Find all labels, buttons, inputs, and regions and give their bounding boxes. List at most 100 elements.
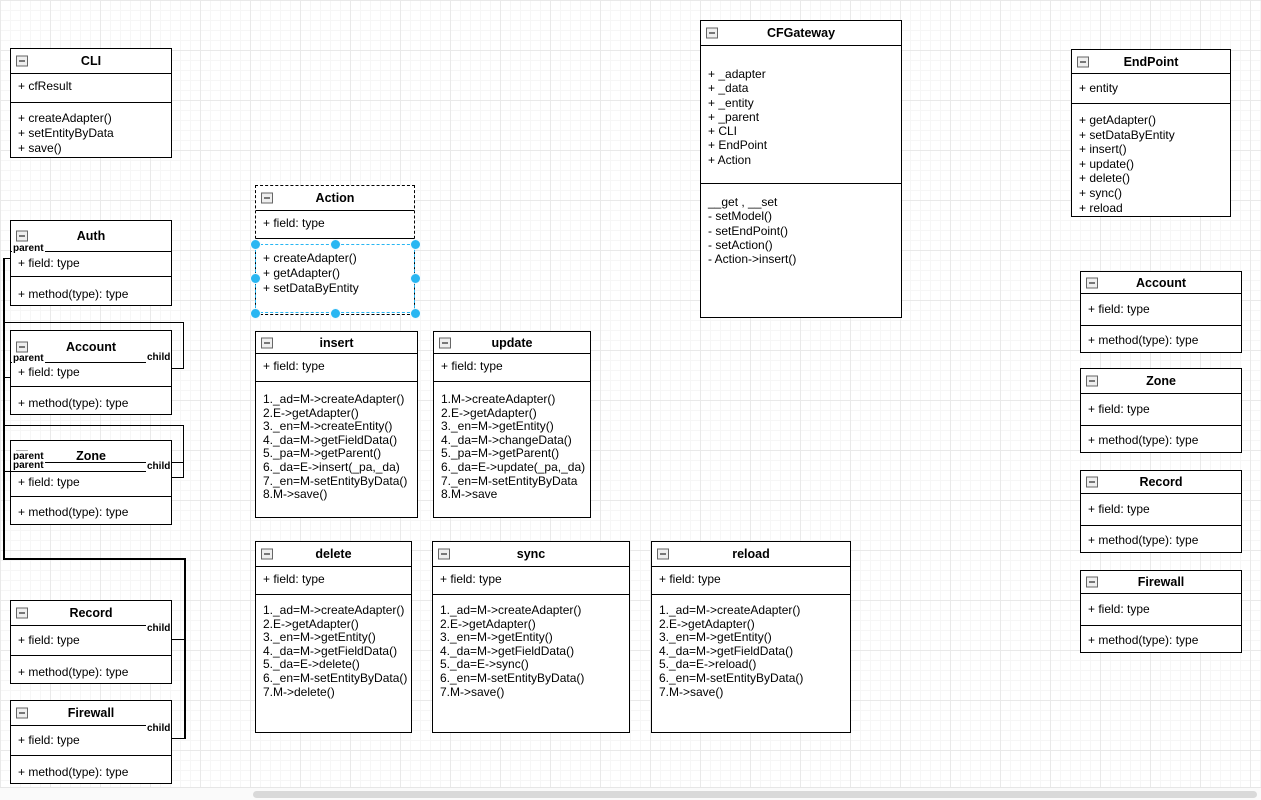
methods-compartment-cfgateway[interactable]: __get , __set- setModel()- setEndPoint()… [701,184,901,317]
fields-compartment-zone-left[interactable]: + field: type [11,472,171,497]
class-header-firewall-left[interactable]: Firewall [11,701,171,726]
selection-handle[interactable] [249,238,261,250]
methods-compartment-account-left[interactable]: + method(type): type [11,387,171,414]
collapse-icon[interactable] [1086,476,1098,488]
edge-label-parent[interactable]: parent [12,353,45,364]
collapse-icon[interactable] [16,707,28,719]
class-cli[interactable]: CLI+ cfResult+ createAdapter()+ setEntit… [10,48,172,158]
class-zone-right[interactable]: Zone+ field: type+ method(type): type [1080,368,1242,453]
edge-segment[interactable] [3,377,11,378]
collapse-icon[interactable] [261,337,273,348]
class-header-zone-right[interactable]: Zone [1081,369,1241,394]
horizontal-scrollbar-track[interactable] [0,787,1261,800]
class-cfgateway[interactable]: CFGateway+ _adapter+ _data+ _entity+ _pa… [700,20,902,318]
collapse-icon[interactable] [261,548,273,560]
class-header-update[interactable]: update [434,332,590,354]
collapse-icon[interactable] [1086,375,1098,387]
collapse-icon[interactable] [1077,56,1089,67]
edge-segment[interactable] [3,258,5,559]
class-header-account-left[interactable]: Account [11,331,171,363]
class-header-endpoint[interactable]: EndPoint [1072,50,1230,74]
fields-compartment-record-right[interactable]: + field: type [1081,494,1241,526]
methods-compartment-zone-left[interactable]: + method(type): type [11,497,171,524]
selection-handle[interactable] [409,238,421,250]
collapse-icon[interactable] [438,548,450,560]
fields-compartment-firewall-left[interactable]: + field: type [11,726,171,756]
fields-compartment-record-left[interactable]: + field: type [11,626,171,656]
edge-segment[interactable] [3,425,184,426]
collapse-icon[interactable] [261,192,273,204]
methods-compartment-sync[interactable]: 1._ad=M->createAdapter()2.E->getAdapter(… [433,595,629,732]
class-action[interactable]: Action+ field: type+ createAdapter()+ ge… [255,185,415,315]
methods-compartment-reload[interactable]: 1._ad=M->createAdapter()2.E->getAdapter(… [652,595,850,732]
collapse-icon[interactable] [16,55,28,67]
selection-handle[interactable] [409,307,421,319]
edge-label-parent[interactable]: parent [12,460,45,471]
collapse-icon[interactable] [16,341,28,352]
edge-segment[interactable] [3,258,11,259]
edge-label-parent[interactable]: parent [12,243,45,254]
methods-compartment-firewall-right[interactable]: + method(type): type [1081,626,1241,652]
class-header-record-left[interactable]: Record [11,601,171,626]
edge-segment[interactable] [171,477,184,478]
methods-compartment-auth[interactable]: + method(type): type [11,277,171,305]
fields-compartment-endpoint[interactable]: + entity [1072,74,1230,104]
collapse-icon[interactable] [16,607,28,619]
collapse-icon[interactable] [706,27,718,39]
edge-label-child[interactable]: child [146,723,172,734]
fields-compartment-account-left[interactable]: + field: type [11,363,171,387]
selection-handle[interactable] [329,307,341,319]
horizontal-scrollbar-thumb[interactable] [253,791,1257,798]
collapse-icon[interactable] [16,230,28,242]
class-header-action[interactable]: Action [256,186,414,211]
selection-handle[interactable] [329,238,341,250]
edge-segment[interactable] [13,462,184,463]
methods-compartment-account-right[interactable]: + method(type): type [1081,326,1241,352]
collapse-icon[interactable] [1086,576,1098,588]
methods-compartment-firewall-left[interactable]: + method(type): type [11,756,171,783]
class-record-left[interactable]: Record+ field: type+ method(type): type [10,600,172,684]
edge-segment[interactable] [183,322,184,369]
fields-compartment-insert[interactable]: + field: type [256,354,417,382]
class-firewall-left[interactable]: Firewall+ field: type+ method(type): typ… [10,700,172,784]
edge-segment[interactable] [171,639,185,640]
selection-handle[interactable] [249,307,261,319]
fields-compartment-delete[interactable]: + field: type [256,567,411,595]
methods-compartment-zone-right[interactable]: + method(type): type [1081,426,1241,452]
class-header-record-right[interactable]: Record [1081,471,1241,494]
methods-compartment-action[interactable]: + createAdapter()+ getAdapter()+ setData… [256,239,414,314]
class-zone-left[interactable]: Zone+ field: type+ method(type): type [10,440,172,525]
edge-label-child[interactable]: child [146,623,172,634]
class-header-cfgateway[interactable]: CFGateway [701,21,901,46]
fields-compartment-zone-right[interactable]: + field: type [1081,394,1241,426]
methods-compartment-insert[interactable]: 1._ad=M->createAdapter()2.E->getAdapter(… [256,382,417,517]
fields-compartment-cli[interactable]: + cfResult [11,74,171,103]
class-firewall-right[interactable]: Firewall+ field: type+ method(type): typ… [1080,570,1242,653]
edge-segment[interactable] [171,368,184,369]
collapse-icon[interactable] [657,548,669,560]
class-header-sync[interactable]: sync [433,542,629,567]
selection-handle[interactable] [409,273,421,284]
edge-segment[interactable] [3,558,186,560]
methods-compartment-record-right[interactable]: + method(type): type [1081,526,1241,552]
class-header-auth[interactable]: Auth [11,221,171,252]
collapse-icon[interactable] [439,337,451,348]
selection-handle[interactable] [249,273,261,284]
edge-segment[interactable] [183,425,184,478]
methods-compartment-update[interactable]: 1.M->createAdapter()2.E->getAdapter()3._… [434,382,590,517]
class-header-firewall-right[interactable]: Firewall [1081,571,1241,594]
class-header-delete[interactable]: delete [256,542,411,567]
methods-compartment-delete[interactable]: 1._ad=M->createAdapter()2.E->getAdapter(… [256,595,411,732]
edge-segment[interactable] [3,471,11,472]
class-endpoint[interactable]: EndPoint+ entity+ getAdapter()+ setDataB… [1071,49,1231,217]
class-record-right[interactable]: Record+ field: type+ method(type): type [1080,470,1242,553]
methods-compartment-endpoint[interactable]: + getAdapter()+ setDataByEntity+ insert(… [1072,104,1230,216]
class-header-account-right[interactable]: Account [1081,272,1241,294]
class-account-right[interactable]: Account+ field: type+ method(type): type [1080,271,1242,353]
fields-compartment-update[interactable]: + field: type [434,354,590,382]
